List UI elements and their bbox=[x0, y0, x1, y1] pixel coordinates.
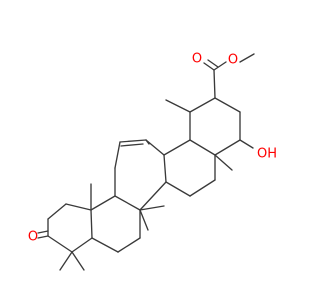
ester-ether-oxygen-label: O bbox=[228, 53, 238, 68]
bond bbox=[117, 237, 141, 253]
ketone-oxygen-label: O bbox=[28, 230, 38, 245]
bond bbox=[214, 139, 241, 156]
bond bbox=[214, 154, 233, 171]
bond bbox=[213, 61, 227, 71]
bond bbox=[207, 59, 219, 68]
bond bbox=[145, 139, 165, 156]
molecule-canvas: O O O OH bbox=[28, 52, 277, 271]
ester-carbonyl-oxygen-label: O bbox=[192, 52, 202, 67]
bond bbox=[71, 251, 85, 271]
bond bbox=[114, 195, 141, 211]
bond bbox=[37, 235, 49, 239]
bond bbox=[59, 251, 73, 271]
bond bbox=[65, 203, 92, 211]
bond bbox=[90, 209, 93, 239]
bond bbox=[189, 179, 216, 197]
bond bbox=[71, 237, 93, 253]
bond bbox=[214, 97, 241, 113]
bond bbox=[145, 139, 150, 145]
bond bbox=[47, 235, 73, 253]
atom-labels: O O O OH bbox=[28, 52, 277, 245]
bond bbox=[119, 139, 147, 143]
bond bbox=[239, 53, 255, 63]
bond bbox=[139, 205, 165, 211]
bond bbox=[139, 209, 149, 231]
bond bbox=[203, 62, 215, 71]
bond bbox=[114, 141, 121, 169]
structure-diagram: O O O OH bbox=[28, 52, 277, 271]
bond bbox=[91, 237, 119, 253]
bond bbox=[213, 69, 216, 99]
hydroxyl-label: OH bbox=[257, 147, 277, 162]
bond bbox=[139, 181, 167, 211]
bond bbox=[47, 203, 67, 220]
bond bbox=[189, 97, 216, 113]
bond bbox=[163, 139, 191, 156]
bond bbox=[37, 230, 49, 234]
bond bbox=[165, 99, 191, 113]
bond bbox=[120, 143, 144, 147]
bond bbox=[165, 181, 191, 197]
bond bbox=[239, 139, 254, 149]
bond bbox=[189, 139, 216, 156]
bond bbox=[163, 154, 167, 183]
bond bbox=[90, 195, 116, 211]
bond-skeleton bbox=[37, 53, 255, 271]
